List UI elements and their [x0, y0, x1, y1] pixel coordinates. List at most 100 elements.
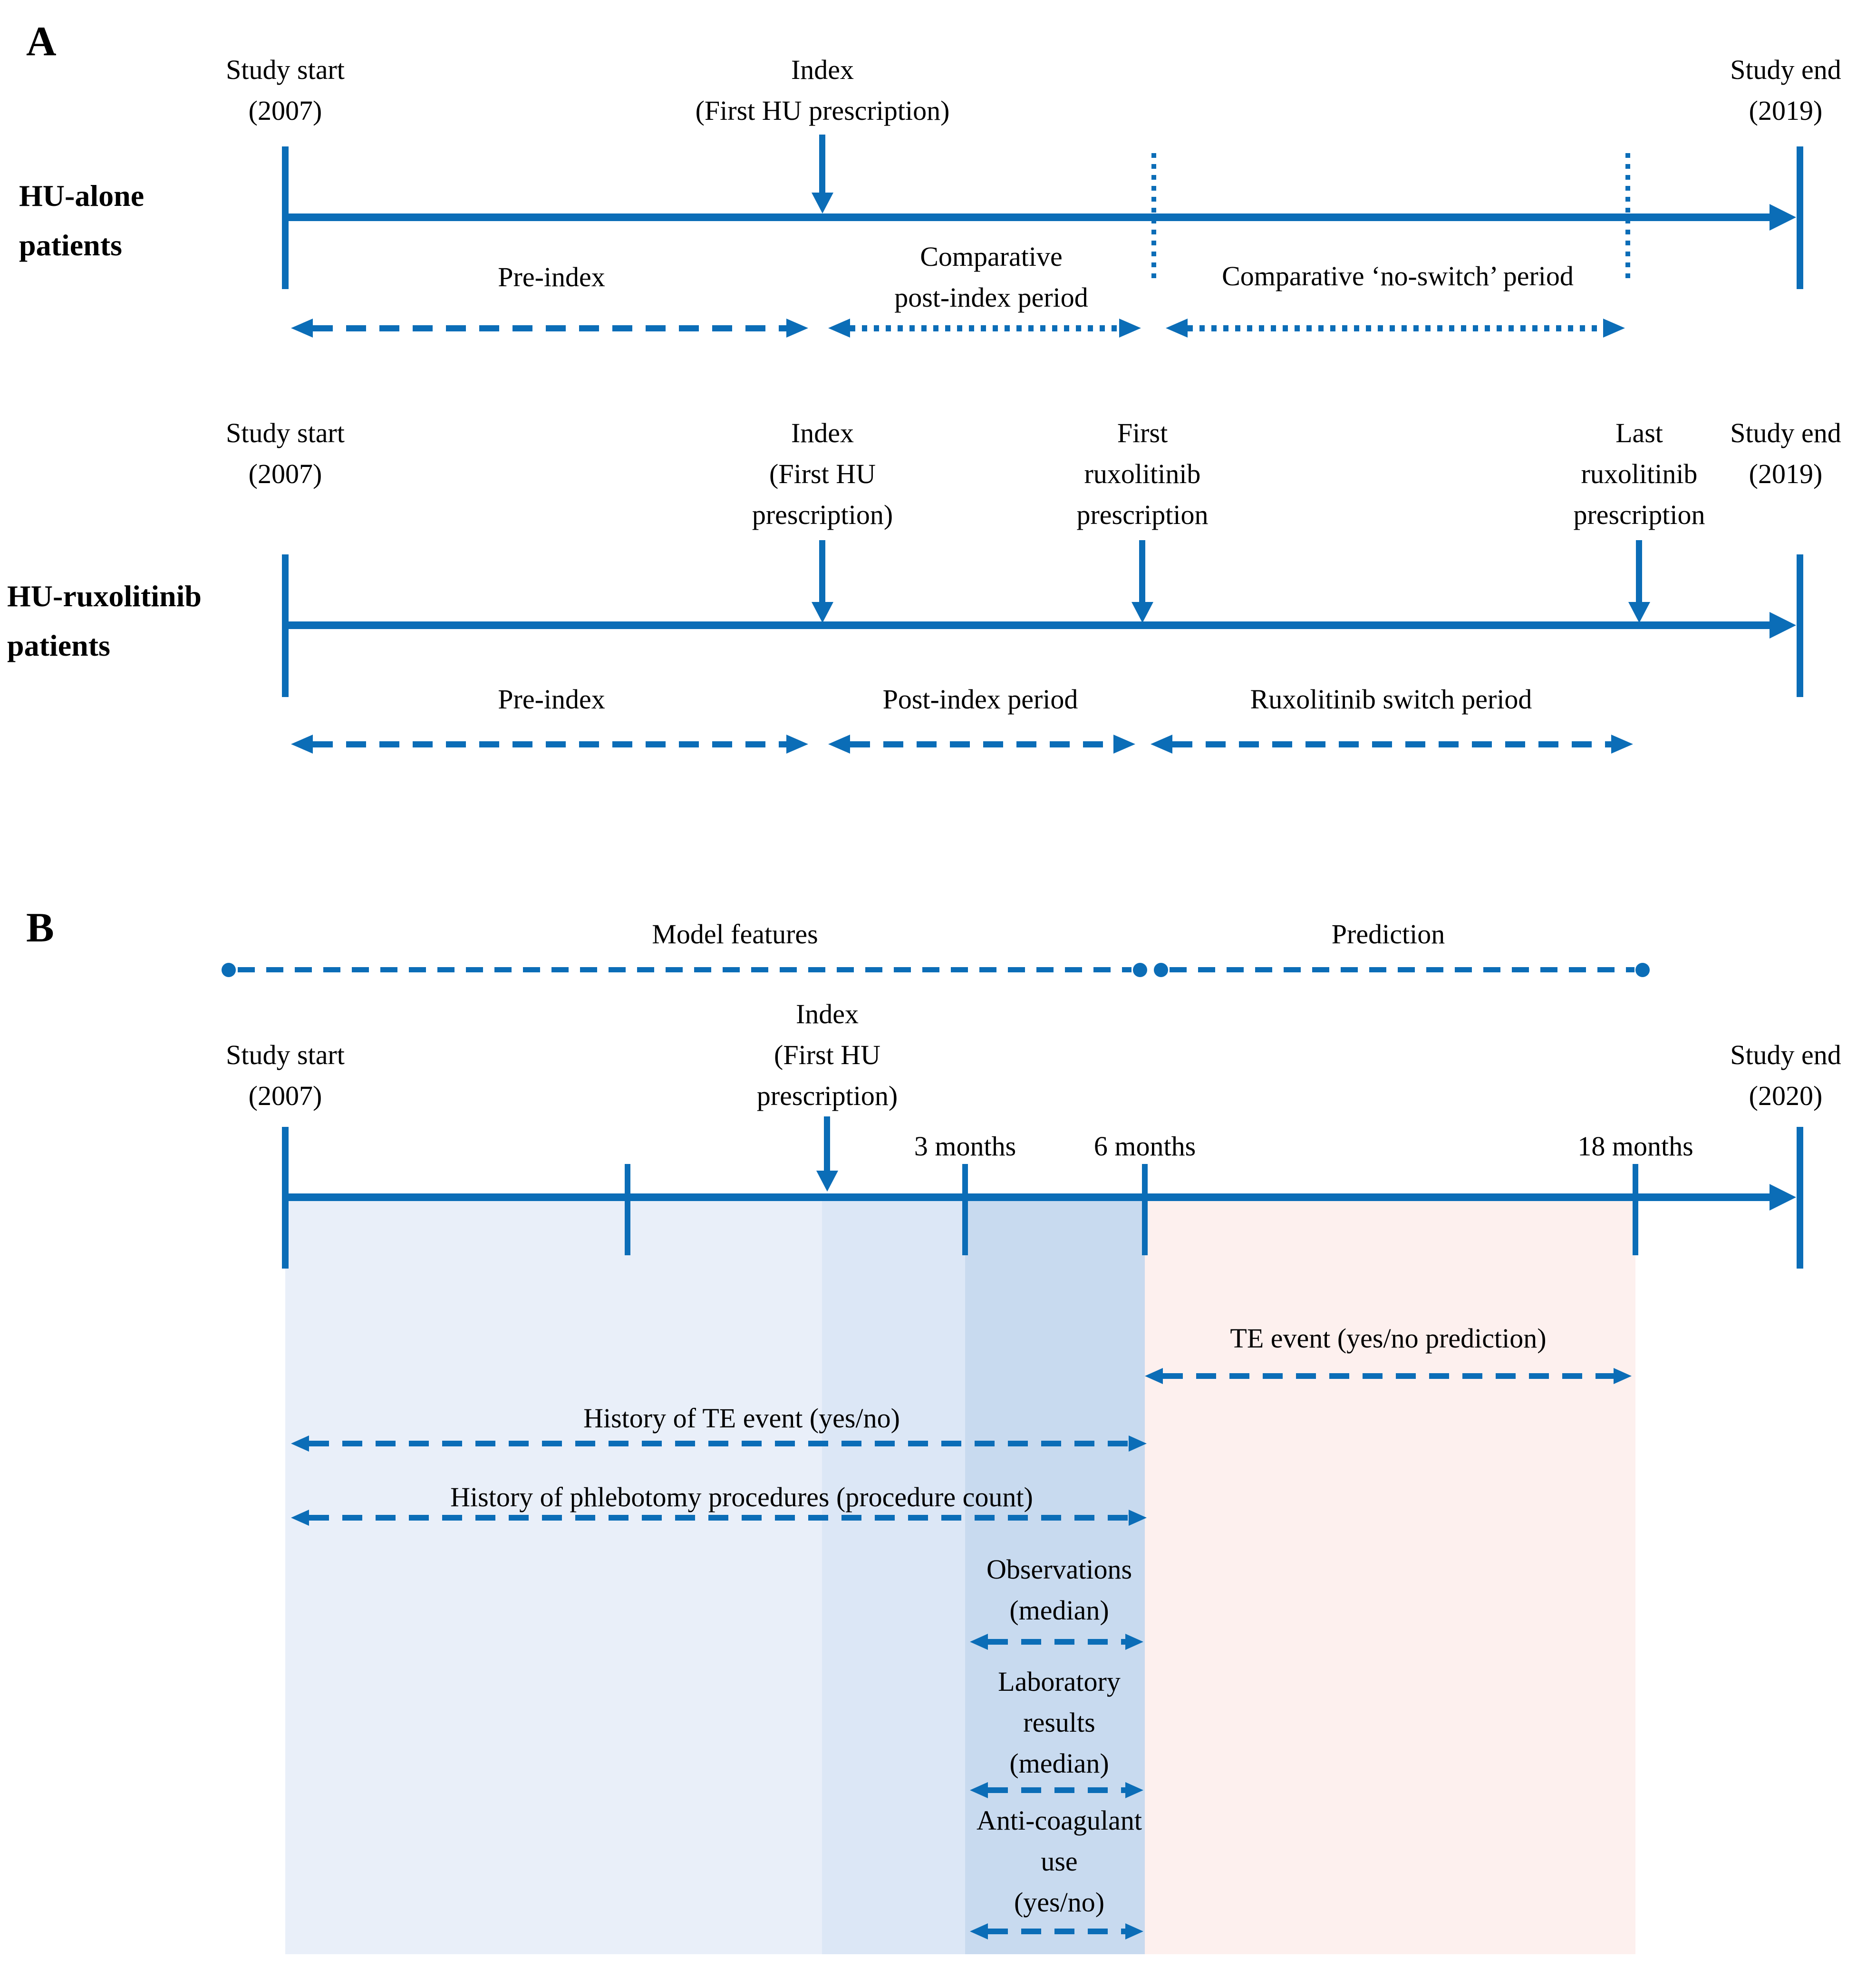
a2-switch-label: Ruxolitinib switch period [1250, 679, 1532, 720]
a1-comparative-postindex-label: Comparative post-index period [894, 236, 1088, 318]
dashed-shaft [309, 1515, 1129, 1521]
a1-preindex-arrow [291, 317, 808, 339]
a2-study-end-label: Study end (2019) [1730, 413, 1841, 494]
arrowhead-left-icon [970, 1782, 988, 1798]
dashed-shaft [988, 1929, 1125, 1934]
label-line: Study end [1730, 417, 1841, 448]
label-line: HU-ruxolitinib [7, 579, 202, 613]
label-line: Ruxolitinib switch period [1250, 684, 1532, 715]
label-line: Anti-coagulant [977, 1805, 1142, 1836]
a2-preindex-arrow [291, 733, 808, 755]
a2-first-rux-arrowhead-icon [1131, 602, 1153, 623]
label-line: (First HU [769, 458, 876, 489]
a2-index-label: Index (First HU prescription) [752, 413, 893, 535]
label-line: TE event (yes/no prediction) [1230, 1323, 1547, 1354]
arrowhead-right-icon [1611, 735, 1633, 754]
arrowhead-left-icon [828, 735, 850, 754]
arrowhead-right-icon [786, 735, 808, 754]
label-line: Last [1615, 417, 1663, 448]
label-line: Comparative ‘no-switch’ period [1222, 261, 1574, 291]
dashed-shaft [309, 1441, 1129, 1446]
b-index-label: Index (First HU prescription) [757, 994, 898, 1116]
label-line: (2007) [248, 1080, 322, 1111]
label-line: (2019) [1749, 458, 1823, 489]
arrowhead-left-icon [1166, 319, 1188, 338]
hu-ruxolitinib-side-label: HU-ruxolitinib patients [7, 572, 202, 670]
b-anticoagulant-label: Anti-coagulant use (yes/no) [977, 1800, 1142, 1923]
arrowhead-left-icon [291, 1510, 309, 1526]
arrowhead-left-icon [970, 1923, 988, 1939]
a1-preindex-label: Pre-index [498, 257, 605, 298]
a2-study-start-label: Study start (2007) [226, 413, 345, 494]
b-index-arrow-shaft [824, 1116, 830, 1171]
a2-postindex-arrow [828, 733, 1135, 755]
b-timeline [285, 1193, 1770, 1201]
prediction-dashed-line [1170, 967, 1634, 972]
band-3m-to-6m [965, 1201, 1145, 1954]
a1-postindex-arrow [828, 317, 1141, 339]
a1-dotted-divider-6m [1151, 153, 1156, 280]
a1-dotted-divider-noswitch-end [1625, 153, 1630, 280]
a1-comparative-noswitch-label: Comparative ‘no-switch’ period [1222, 256, 1574, 297]
label-line: Index [791, 54, 854, 85]
label-line: (yes/no) [1014, 1887, 1105, 1918]
label-line: HU-alone [19, 179, 145, 213]
label-line: Study end [1730, 54, 1841, 85]
prediction-end-dot-icon [1635, 963, 1650, 977]
label-line: post-index period [894, 282, 1088, 313]
label-line: Post-index period [882, 684, 1078, 715]
dashed-shaft [1172, 741, 1611, 747]
label-line: Prediction [1331, 919, 1445, 950]
arrowhead-left-icon [291, 735, 313, 754]
label-line: Model features [652, 919, 818, 950]
label-line: use [1041, 1846, 1078, 1877]
arrowhead-right-icon [1125, 1634, 1143, 1650]
b-observations-arrow [970, 1632, 1143, 1651]
b-history-te-arrow [291, 1434, 1147, 1453]
b-model-features-label: Model features [652, 914, 818, 955]
label-line: Index [791, 417, 854, 448]
label-line: History of TE event (yes/no) [583, 1403, 900, 1434]
b-mid-tick [625, 1164, 630, 1255]
arrowhead-right-icon [1129, 1435, 1147, 1452]
arrowhead-right-icon [1603, 319, 1625, 338]
panel-a-letter: A [26, 19, 57, 65]
b-6months-tick [1142, 1164, 1148, 1255]
a1-study-end-tick [1797, 146, 1803, 289]
label-line: First [1117, 417, 1168, 448]
features-end-dot-icon [1133, 963, 1147, 977]
label-line: (2019) [1749, 95, 1823, 126]
label-line: Study start [226, 1039, 345, 1070]
label-line: Comparative [920, 241, 1063, 272]
a2-index-arrowhead-icon [812, 602, 833, 623]
a2-postindex-label: Post-index period [883, 679, 1078, 720]
b-3months-tick [962, 1164, 968, 1255]
b-te-prediction-label: TE event (yes/no prediction) [1230, 1318, 1546, 1359]
label-line: patients [7, 629, 110, 662]
b-study-end-label: Study end (2020) [1730, 1035, 1841, 1116]
arrowhead-left-icon [828, 319, 850, 338]
arrowhead-left-icon [291, 319, 313, 338]
a2-last-rux-arrow-shaft [1636, 540, 1642, 602]
label-line: prescription) [756, 1080, 898, 1111]
label-line: History of phlebotomy procedures (proced… [450, 1482, 1033, 1512]
arrowhead-right-icon [1125, 1923, 1143, 1939]
label-line: (First HU prescription) [695, 95, 950, 126]
dashed-shaft [313, 741, 786, 747]
features-dashed-line [238, 967, 1131, 972]
a2-last-rux-label: Last ruxolitinib prescription [1573, 413, 1705, 535]
a1-study-end-label: Study end (2019) [1730, 49, 1841, 131]
b-3months-label: 3 months [914, 1126, 1016, 1167]
arrowhead-right-icon [1125, 1782, 1143, 1798]
arrowhead-right-icon [786, 319, 808, 338]
arrowhead-left-icon [291, 1435, 309, 1452]
label-line: (median) [1009, 1595, 1109, 1626]
band-preindex [285, 1201, 822, 1954]
b-laboratory-label: Laboratory results (median) [998, 1661, 1121, 1784]
label-line: 6 months [1093, 1131, 1196, 1162]
b-observations-label: Observations (median) [986, 1549, 1132, 1631]
a2-timeline [285, 621, 1770, 629]
label-line: prescription [1076, 499, 1209, 530]
dashed-shaft [1163, 1373, 1614, 1379]
b-history-phlebotomy-label: History of phlebotomy procedures (proced… [450, 1477, 1033, 1518]
